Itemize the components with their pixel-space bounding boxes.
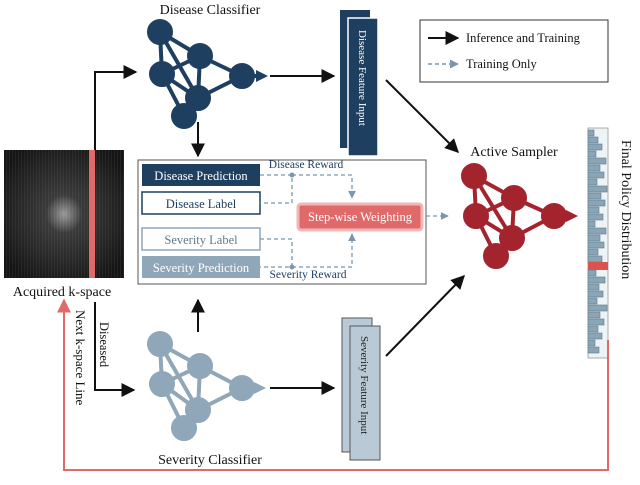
legend: Inference and Training Training Only xyxy=(419,19,609,83)
severity-classifier-network xyxy=(147,331,266,441)
diseased-label: Diseased xyxy=(97,322,111,368)
disease-feature-input-label: Disease Feature Input xyxy=(356,30,368,126)
policy-selected-bar xyxy=(588,262,608,270)
policy-bars xyxy=(587,129,608,354)
disease-label-box: Disease Label xyxy=(141,191,261,215)
reward-block-frame xyxy=(137,159,427,285)
severity-label-box: Severity Label xyxy=(141,227,261,251)
severity-classifier-title: Severity Classifier xyxy=(158,453,262,468)
disease-classifier-title: Disease Classifier xyxy=(160,3,261,18)
kspace-image xyxy=(4,150,124,278)
final-policy-label: Final Policy Distribution xyxy=(618,140,633,279)
next-line-feedback-arrow xyxy=(57,298,609,471)
severity-label-text: Severity Label xyxy=(164,233,238,247)
acquired-line-marker xyxy=(89,150,95,278)
stepwise-weighting-label: Step-wise Weighting xyxy=(308,210,413,224)
severity-prediction-box: Severity Prediction xyxy=(142,256,260,278)
legend-training-only: Training Only xyxy=(466,57,537,71)
disease-prediction-box: Disease Prediction xyxy=(142,164,260,186)
active-sampler-network xyxy=(461,163,578,269)
disease-classifier-network xyxy=(147,19,268,129)
stepwise-weighting-box: Step-wise Weighting xyxy=(296,202,424,232)
disease-prediction-label: Disease Prediction xyxy=(154,169,248,183)
disease-label-text: Disease Label xyxy=(166,197,237,211)
reward-connectors xyxy=(260,174,449,268)
legend-inference-training: Inference and Training xyxy=(466,31,581,45)
disease-feature-input: Disease Feature Input xyxy=(340,10,379,157)
acquired-kspace-label: Acquired k-space xyxy=(13,285,111,300)
severity-feature-input: Severity Feature Input xyxy=(341,317,381,461)
severity-feature-input-label: Severity Feature Input xyxy=(358,336,370,434)
disease-reward-label: Disease Reward xyxy=(269,159,344,171)
severity-reward-label: Severity Reward xyxy=(270,269,347,281)
active-sampler-title: Active Sampler xyxy=(470,145,558,160)
policy-distribution xyxy=(587,127,609,359)
severity-prediction-label: Severity Prediction xyxy=(153,261,250,275)
next-kspace-line-label: Next k-space Line xyxy=(73,310,88,406)
